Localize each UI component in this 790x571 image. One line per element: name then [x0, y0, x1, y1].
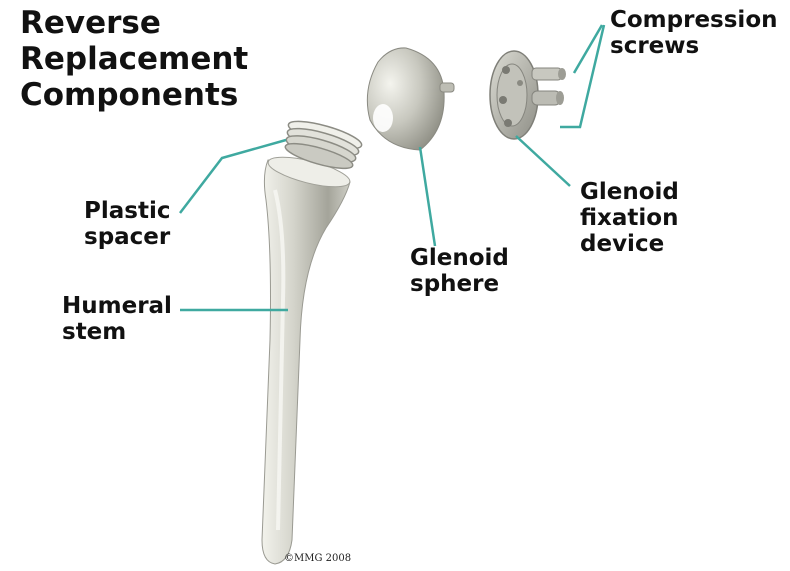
title-line-3: Components: [20, 78, 248, 114]
glenoid-sphere: [367, 48, 454, 150]
diagram-title: Reverse Replacement Components: [20, 6, 248, 114]
leader-compression-screws-2: [560, 25, 604, 127]
leader-glenoid-sphere: [420, 147, 435, 246]
label-plastic-spacer-line-2: spacer: [84, 225, 170, 251]
humeral-stem: [262, 151, 352, 564]
label-humeral-stem-line-1: Humeral: [62, 294, 172, 320]
label-glenoid-fixation-line-1: Glenoid: [580, 180, 679, 206]
label-glenoid-sphere-line-2: sphere: [410, 272, 509, 298]
label-glenoid-fixation-line-2: fixation: [580, 206, 679, 232]
title-line-1: Reverse: [20, 6, 248, 42]
label-plastic-spacer: Plastic spacer: [84, 199, 170, 251]
label-glenoid-fixation-device: Glenoid fixation device: [580, 180, 679, 257]
leader-glenoid-fixation: [516, 136, 570, 186]
label-glenoid-fixation-line-3: device: [580, 232, 679, 258]
copyright-notice: ©MMG 2008: [284, 553, 351, 564]
label-compression-screws-line-2: screws: [610, 34, 778, 60]
label-compression-screws-line-1: Compression: [610, 8, 778, 34]
label-compression-screws: Compression screws: [610, 8, 778, 60]
title-line-2: Replacement: [20, 42, 248, 78]
label-humeral-stem: Humeral stem: [62, 294, 172, 346]
label-glenoid-sphere-line-1: Glenoid: [410, 246, 509, 272]
label-humeral-stem-line-2: stem: [62, 320, 172, 346]
label-plastic-spacer-line-1: Plastic: [84, 199, 170, 225]
label-glenoid-sphere: Glenoid sphere: [410, 246, 509, 298]
glenoid-fixation-device: [490, 51, 538, 139]
